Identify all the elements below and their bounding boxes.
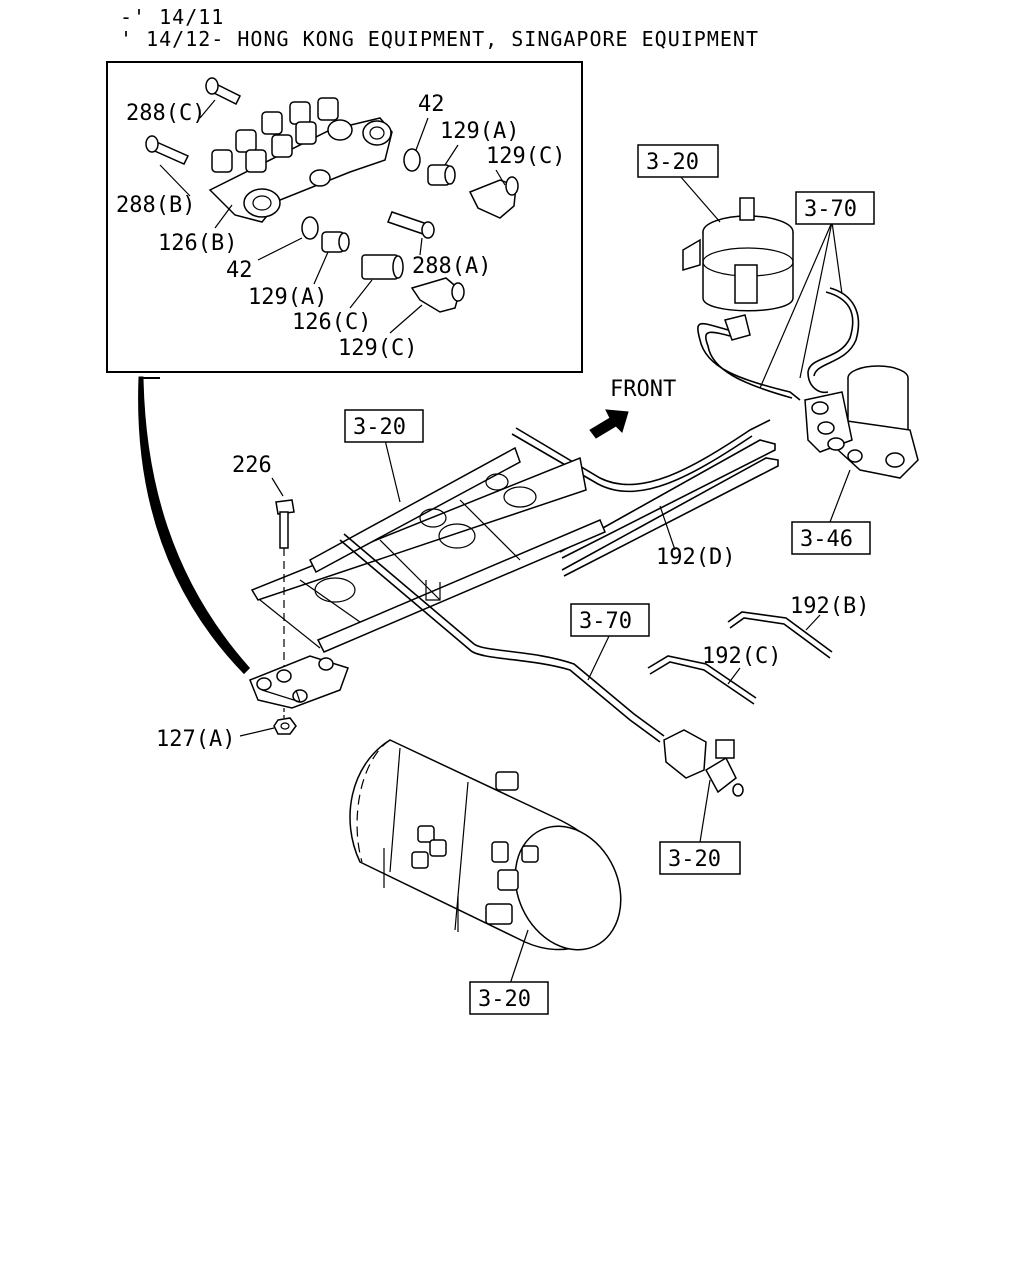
air-tank-drawing: [349, 739, 622, 951]
ref-3-20-tank-label: 3-20: [478, 987, 531, 1012]
ref-3-70-upper[interactable]: 3-70: [795, 191, 875, 225]
inset-detail: 288(C) 288(B) 126(B) 42 129(A) 129(C) 42…: [106, 61, 583, 373]
ref-3-70-mid-label: 3-70: [579, 609, 632, 634]
callout-192d: 192(D): [656, 545, 735, 570]
ref-3-20-canister-label: 3-20: [646, 150, 699, 175]
elbow-129c-upper-drawing: [468, 176, 519, 219]
ref-3-46[interactable]: 3-46: [791, 521, 871, 555]
callout-129a-upper: 129(A): [440, 119, 519, 144]
bolt-226-drawing: [271, 477, 295, 680]
callout-226: 226: [232, 453, 272, 478]
ref-3-70-mid[interactable]: 3-70: [570, 603, 650, 637]
pipe-192c-drawing: [647, 655, 757, 705]
inset-connector-curve: [138, 376, 251, 675]
callout-126c: 126(C): [292, 310, 371, 335]
ref-3-20-valve[interactable]: 3-20: [659, 841, 741, 875]
callout-127a: 127(A): [156, 727, 235, 752]
washer-42-upper-drawing: [403, 148, 421, 172]
callout-42-upper: 42: [418, 92, 445, 117]
callout-192c: 192(C): [702, 644, 781, 669]
callout-288b: 288(B): [116, 193, 195, 218]
elbow-129c-lower-drawing: [410, 277, 465, 313]
relay-valve-drawing: [663, 729, 744, 797]
callout-288c: 288(C): [126, 101, 205, 126]
adapter-126c-drawing: [361, 254, 404, 280]
header-equipment: ' 14/12- HONG KONG EQUIPMENT, SINGAPORE …: [120, 27, 759, 51]
ref-3-20-frame-label: 3-20: [353, 415, 406, 440]
inset-leaders: [159, 99, 506, 334]
ref-3-20-frame[interactable]: 3-20: [344, 409, 424, 443]
ref-3-46-label: 3-46: [800, 527, 853, 552]
dryer-canister-drawing: [682, 197, 794, 341]
callout-129c-upper: 129(C): [486, 144, 565, 169]
callout-288a: 288(A): [412, 254, 491, 279]
callout-129c-lower: 129(C): [338, 336, 417, 361]
frame-manifold-drawing: [249, 655, 349, 718]
chassis-frame-drawing: [250, 446, 606, 653]
callout-42-lower: 42: [226, 258, 253, 283]
pipe-192b-drawing: [727, 611, 833, 659]
ref-3-20-tank[interactable]: 3-20: [469, 981, 549, 1015]
nut-127a-drawing: [239, 717, 297, 737]
air-dryer-drawing: [804, 365, 919, 479]
header-date-range: -' 14/11: [120, 5, 224, 29]
reference-leaders: [384, 175, 851, 985]
ref-3-20-valve-label: 3-20: [668, 847, 721, 872]
fitting-129a-upper-drawing: [427, 164, 456, 186]
frame-air-line: [339, 533, 665, 743]
callout-129a-lower: 129(A): [248, 285, 327, 310]
callout-126b: 126(B): [158, 231, 237, 256]
front-direction-arrow: FRONT: [589, 377, 676, 439]
upper-air-lines: [511, 287, 860, 577]
ref-3-20-canister[interactable]: 3-20: [637, 144, 719, 178]
pin-288b-drawing: [145, 135, 190, 165]
pin-288a-drawing: [387, 211, 435, 239]
ref-3-70-upper-label: 3-70: [804, 197, 857, 222]
pin-288c-drawing: [205, 77, 242, 106]
washer-42-lower-drawing: [301, 216, 319, 240]
front-label: FRONT: [610, 377, 676, 402]
callout-192b: 192(B): [790, 594, 869, 619]
fitting-129a-lower-drawing: [321, 231, 350, 253]
manifold-assembly-drawing: [208, 97, 393, 223]
